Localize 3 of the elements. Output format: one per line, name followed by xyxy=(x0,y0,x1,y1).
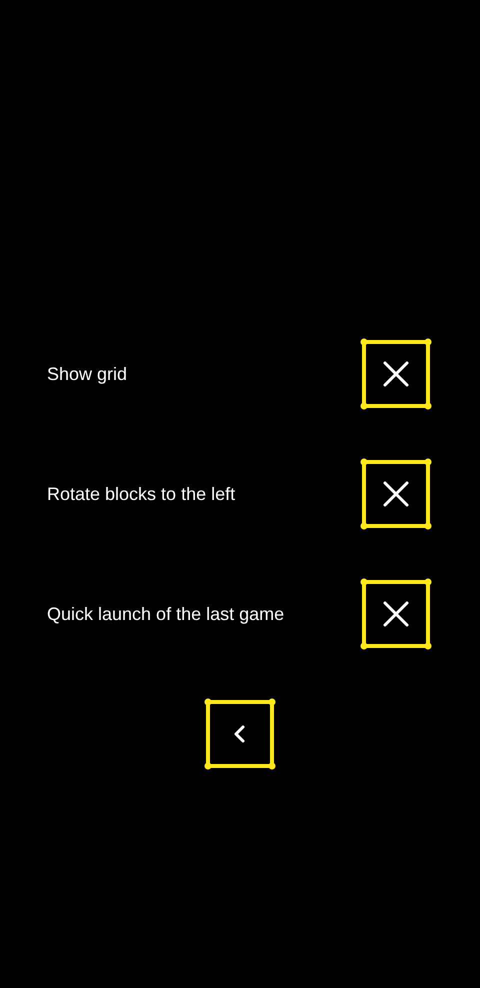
setting-label: Show grid xyxy=(47,363,128,385)
setting-label: Quick launch of the last game xyxy=(47,603,284,625)
setting-label: Rotate blocks to the left xyxy=(47,483,236,505)
